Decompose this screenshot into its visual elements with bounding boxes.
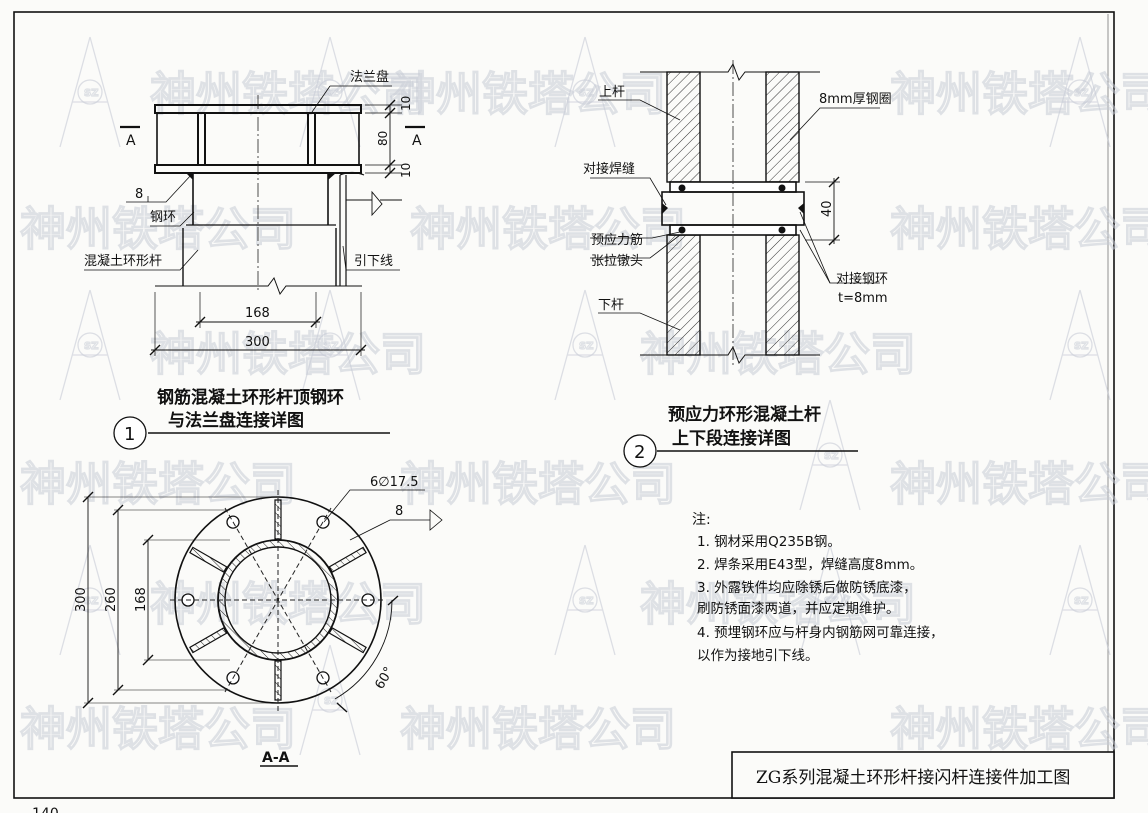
section-mark-right: A	[412, 133, 422, 149]
detail-1-number: 1	[124, 424, 135, 445]
watermark-logo-icon: SZ	[59, 36, 121, 148]
watermark-logo-icon: SZ	[1049, 544, 1111, 656]
watermark-logo-icon: SZ	[799, 399, 861, 511]
dim-bottom-plate: 10	[399, 163, 413, 178]
watermark-logo-icon: SZ	[554, 544, 616, 656]
label-steel-ring: 钢环	[150, 210, 176, 225]
section-mark-left: A	[126, 133, 136, 149]
watermark-text: 神州铁塔公司	[400, 457, 676, 511]
notes-block: 注: 1. 钢材采用Q235B钢。 2. 焊条采用E43型，焊缝高度8mm。 3…	[692, 512, 944, 664]
weld-size-aa: 8	[395, 504, 403, 519]
watermark-logo-icon: SZ	[554, 36, 616, 148]
detail-1-elevation	[84, 85, 425, 450]
drawing-title: ZG系列混凝土环形杆接闪杆连接件加工图	[756, 768, 1070, 788]
watermark-logo-icon: SZ	[59, 544, 121, 656]
watermark-text: 神州铁塔公司	[890, 202, 1148, 256]
watermark-text: 神州铁塔公司	[890, 702, 1148, 756]
dim-height: 80	[376, 131, 390, 146]
watermark-text: 神州铁塔公司	[400, 702, 676, 756]
label-flange: 法兰盘	[350, 69, 389, 85]
label-down-lead: 引下线	[354, 254, 393, 269]
label-upper-pole: 上杆	[599, 85, 625, 100]
watermark-text: 神州铁塔公司	[890, 457, 1148, 511]
watermark-logo-icon: SZ	[1049, 289, 1111, 401]
dim-top-plate: 10	[399, 96, 413, 111]
label-thickness: t=8mm	[838, 291, 888, 306]
watermark-text: 神州铁塔公司	[20, 202, 296, 256]
detail-2-title-line1: 预应力环形混凝土杆	[668, 404, 821, 425]
watermark-text: 神州铁塔公司	[20, 457, 296, 511]
svg-text:SZ: SZ	[579, 88, 593, 99]
svg-text:SZ: SZ	[1074, 341, 1088, 352]
svg-text:SZ: SZ	[324, 696, 338, 707]
svg-text:SZ: SZ	[1074, 596, 1088, 607]
svg-text:SZ: SZ	[1074, 88, 1088, 99]
svg-text:SZ: SZ	[824, 451, 838, 462]
label-ring-plate: 8mm厚钢圈	[819, 92, 892, 107]
svg-text:SZ: SZ	[84, 88, 98, 99]
note-line: 2. 焊条采用E43型，焊缝高度8mm。	[697, 556, 923, 573]
weld-size-1: 8	[135, 187, 143, 202]
watermark-text: 神州铁塔公司	[390, 67, 666, 121]
detail-2-title-line2: 上下段连接详图	[672, 428, 791, 449]
watermark-text: 神州铁塔公司	[150, 327, 426, 381]
watermark-text: 神州铁塔公司	[640, 577, 916, 631]
watermark-text: 神州铁塔公司	[20, 702, 296, 756]
dim-aa-168: 168	[134, 587, 149, 612]
dim-inner-168: 168	[245, 306, 270, 321]
dim-outer-300: 300	[245, 335, 270, 350]
dim-aa-300: 300	[74, 587, 89, 612]
svg-text:SZ: SZ	[579, 596, 593, 607]
svg-text:SZ: SZ	[824, 596, 838, 607]
label-holes: 6∅17.5	[370, 475, 419, 490]
label-butt-ring: 对接钢环	[836, 271, 888, 287]
detail-1-title-line2: 与法兰盘连接详图	[168, 410, 304, 431]
rib-plate	[189, 546, 228, 573]
note-line: 1. 钢材采用Q235B钢。	[697, 534, 841, 550]
note-line: 以作为接地引下线。	[697, 647, 819, 664]
watermark-logo-icon: SZ	[1049, 36, 1111, 148]
label-lower-pole: 下杆	[598, 298, 624, 313]
detail-2-elevation	[590, 60, 880, 468]
rib-plate	[328, 546, 367, 573]
detail-2-number-circle	[623, 434, 657, 468]
note-line: 4. 预埋钢环应与杆身内钢筋网可靠连接，	[697, 624, 944, 641]
rib-plate	[189, 627, 228, 654]
rib-plate	[274, 499, 282, 540]
sheet-border	[13, 11, 1115, 799]
label-butt-weld: 对接焊缝	[583, 161, 635, 177]
watermark-logo-icon: SZ	[299, 644, 361, 756]
watermark-text: 神州铁塔公司	[890, 67, 1148, 121]
dim-gap-40: 40	[820, 200, 835, 217]
watermark-text: 神州铁塔公司	[410, 202, 686, 256]
svg-text:SZ: SZ	[579, 341, 593, 352]
watermark-logo-icon: SZ	[799, 544, 861, 656]
label-pole: 混凝土环形杆	[84, 253, 162, 269]
detail-2-number: 2	[634, 442, 645, 463]
section-aa-plan	[82, 489, 443, 767]
svg-text:SZ: SZ	[84, 596, 98, 607]
watermark-logo-icon: SZ	[59, 289, 121, 401]
rib-plate	[274, 660, 282, 701]
detail-1-title-line1: 钢筋混凝土环形杆顶钢环	[157, 387, 344, 408]
label-prestress-2: 张拉镦头	[591, 253, 643, 269]
watermark-logo-icon: SZ	[554, 289, 616, 401]
title-block	[731, 751, 1115, 799]
detail-1-number-circle	[113, 416, 147, 450]
note-line: 刷防锈面漆两道，并应定期维护。	[697, 600, 900, 617]
dim-aa-angle: 60°	[372, 665, 397, 692]
svg-text:SZ: SZ	[84, 341, 98, 352]
section-aa-title: A-A	[262, 750, 290, 766]
dim-aa-260: 260	[104, 587, 119, 612]
note-line: 3. 外露铁件均应除锈后做防锈底漆，	[697, 579, 917, 596]
notes-heading: 注:	[692, 512, 711, 528]
page-number: 140	[32, 806, 59, 813]
rib-plate	[328, 627, 367, 654]
label-prestress-1: 预应力筋	[591, 232, 643, 248]
